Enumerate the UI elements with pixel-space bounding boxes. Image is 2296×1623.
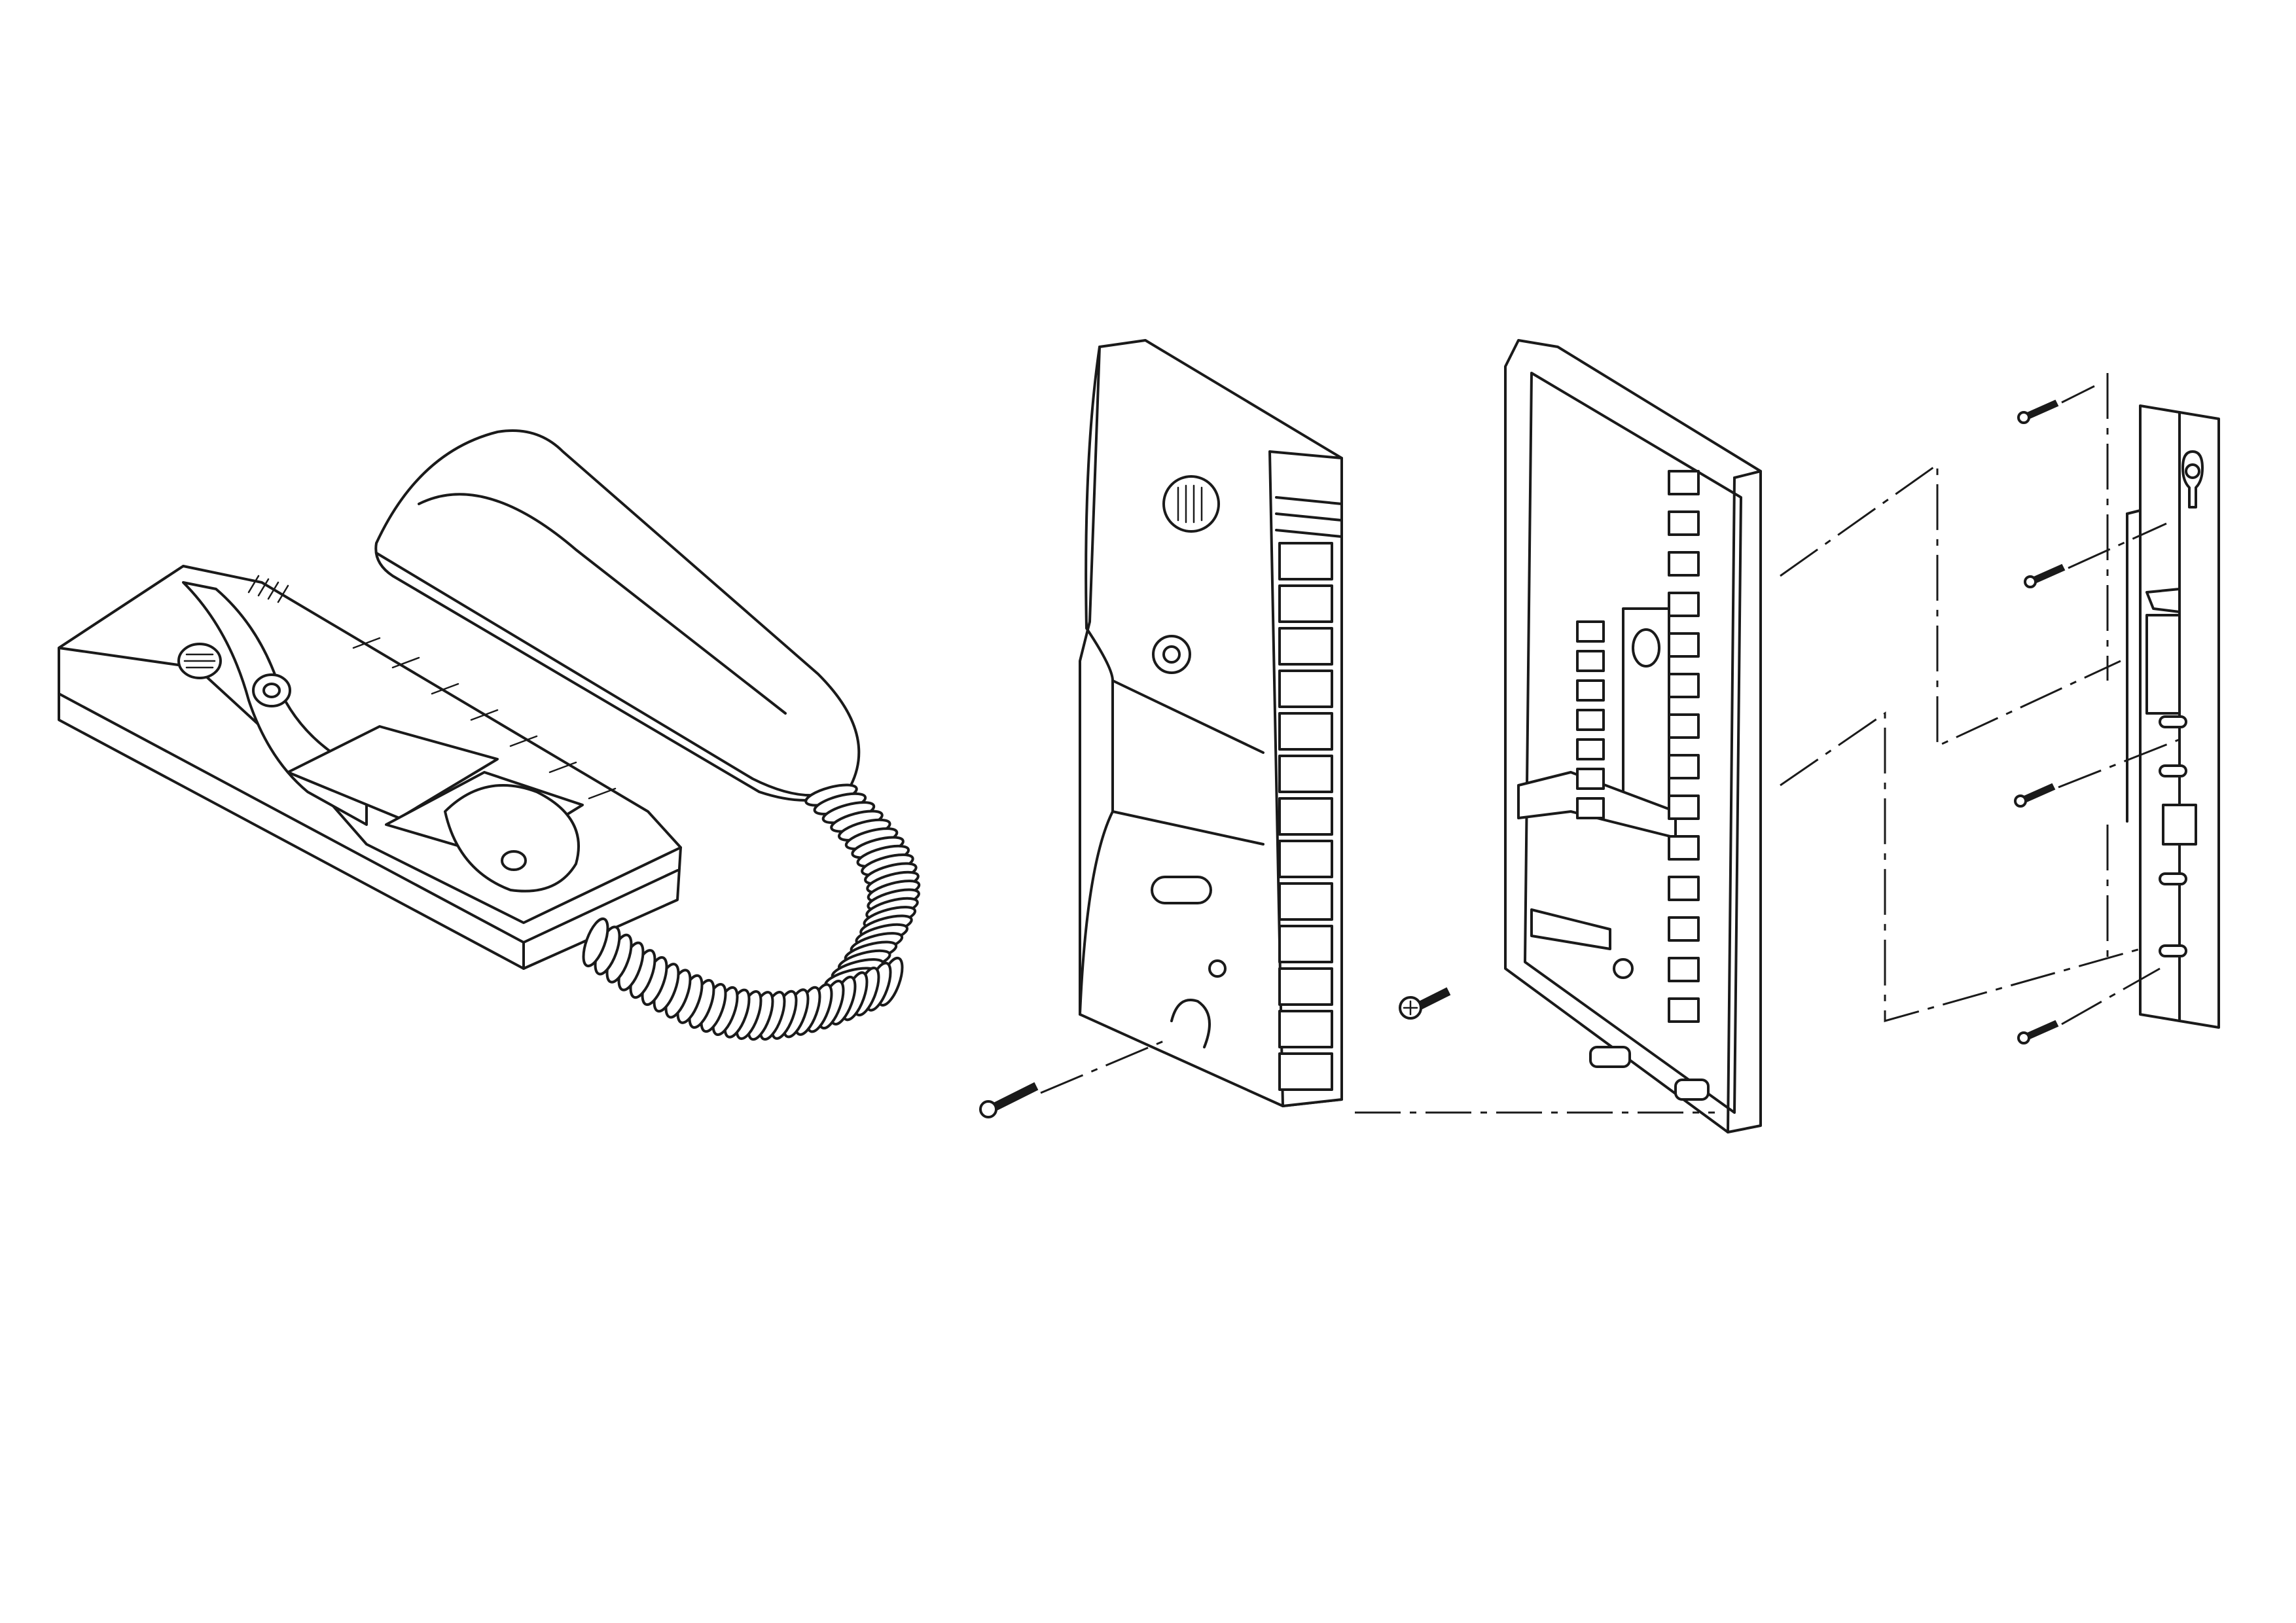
terminal-screw-block: [1668, 592, 1700, 617]
terminal-block-strip: [1576, 470, 1700, 1023]
label-slot: [1151, 876, 1212, 904]
call-key: [1278, 925, 1333, 963]
assembly-guide-lines: [1355, 373, 2141, 1114]
cord-coil: [582, 917, 609, 968]
terminal-screw-block: [1576, 709, 1605, 731]
call-key: [1278, 797, 1333, 836]
bracket-window: [2162, 804, 2197, 846]
key-tile: [287, 725, 499, 819]
terminal-screw-block: [1668, 876, 1700, 901]
screw-icon: [979, 1039, 1166, 1118]
terminal-screw-block: [1668, 754, 1700, 779]
terminal-screw-block: [1576, 650, 1605, 672]
terminal-screw-block: [1576, 679, 1605, 702]
intercom-base-station: [58, 565, 682, 970]
terminal-screw-block: [1668, 673, 1700, 698]
terminal-box: [1504, 339, 1762, 1133]
terminal-screw-block: [1668, 551, 1700, 577]
terminal-screw-block: [1668, 713, 1700, 739]
terminal-screw-block: [1576, 797, 1605, 819]
call-key: [1278, 1010, 1333, 1048]
call-key: [1278, 1052, 1333, 1091]
terminal-screw-block: [1576, 768, 1605, 790]
terminal-screw-block: [1668, 997, 1700, 1023]
handset-cradle: [444, 784, 580, 893]
speaker-grille-icon: [1162, 475, 1220, 533]
bracket-window: [2145, 614, 2181, 715]
call-key: [1278, 627, 1333, 666]
call-key-column: [1275, 496, 1343, 1091]
call-key: [1278, 584, 1333, 623]
front-cover: [1079, 339, 1343, 1107]
terminal-screw-block: [1576, 738, 1605, 760]
terminal-screw-block: [1668, 510, 1700, 536]
call-key: [1278, 755, 1333, 793]
terminal-screw-block: [1668, 916, 1700, 942]
coiled-cord: [582, 783, 921, 1041]
call-key: [1278, 840, 1333, 878]
wall-screw-icon: [2014, 385, 2180, 1044]
terminal-screw-block: [1668, 632, 1700, 658]
terminal-screw-block: [1668, 470, 1700, 495]
terminal-screw-block: [1668, 957, 1700, 982]
call-key: [1278, 882, 1333, 921]
wall-mounting-bracket: [2126, 404, 2220, 1029]
call-key: [1278, 542, 1333, 580]
call-key: [1278, 967, 1333, 1006]
call-key: [1278, 712, 1333, 751]
terminal-screw-block: [1668, 835, 1700, 861]
terminal-screw-block: [1576, 620, 1605, 643]
call-key: [1278, 669, 1333, 708]
speaker-grille-icon: [177, 643, 222, 679]
terminal-screw-block: [1668, 794, 1700, 820]
vent-slots: [247, 575, 617, 800]
screw-icon: [1399, 987, 1451, 1020]
